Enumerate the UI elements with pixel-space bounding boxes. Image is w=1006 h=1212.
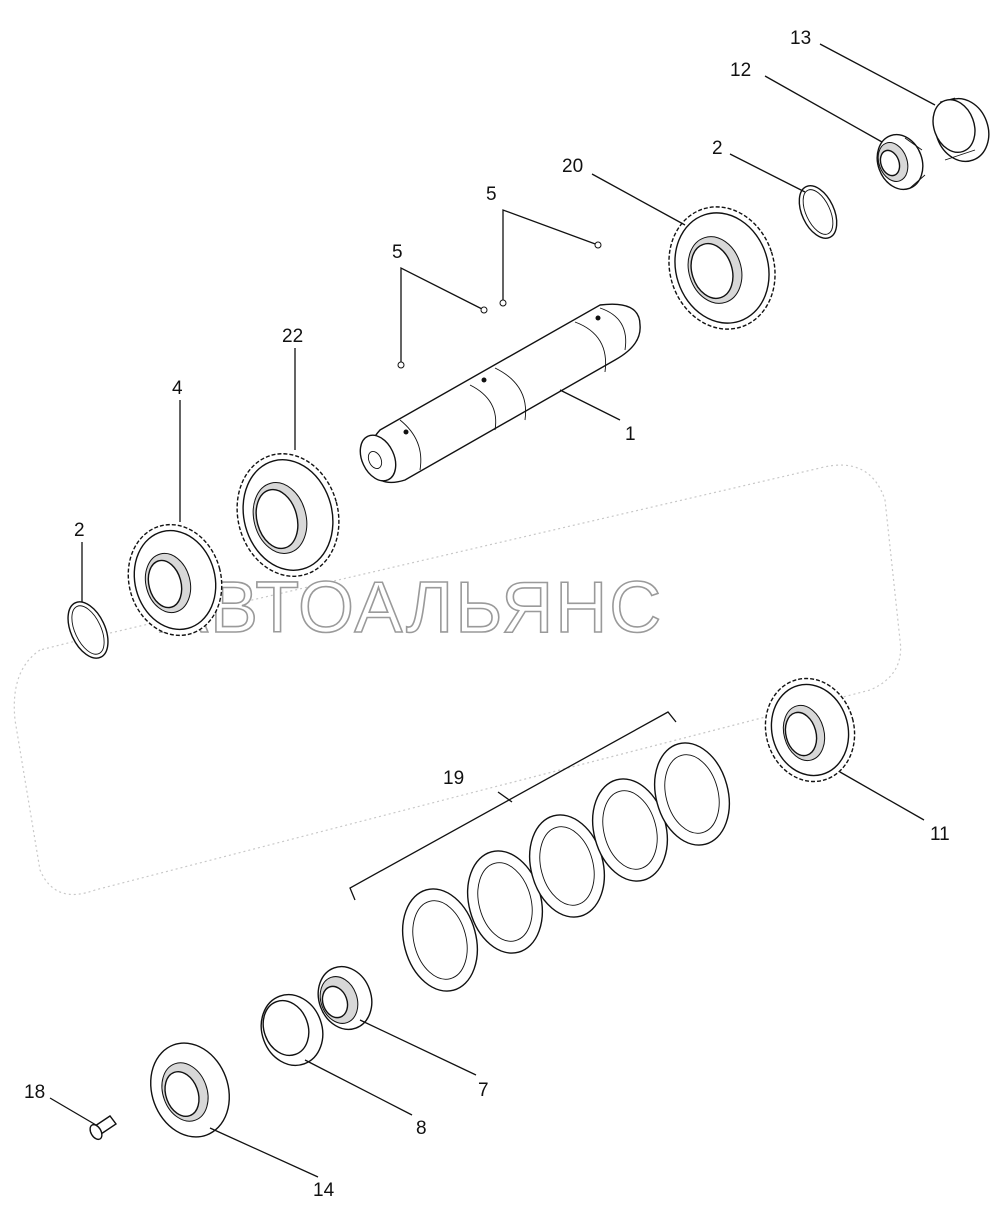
shim-4 [592,778,668,882]
callout-5-lower: 5 [392,242,403,263]
part-2-snap-ring-top [798,185,838,239]
part-2-snap-ring-left [67,601,109,659]
callout-2-top: 2 [712,138,723,159]
callout-4: 4 [172,378,183,399]
callouts: 13 12 2 20 5 5 1 22 4 2 19 11 7 8 18 14 [24,28,950,1201]
shim-2 [467,850,543,954]
callout-5-upper: 5 [486,184,497,205]
callout-19: 19 [443,768,464,789]
part-14-flange-cover [149,1042,231,1138]
watermark-text: АВТОАЛЬЯНС [160,568,663,648]
part-19-shims [349,711,730,992]
callout-20: 20 [562,156,583,177]
part-4-gear [127,523,223,637]
callout-8: 8 [416,1118,427,1139]
callout-12: 12 [730,60,751,81]
part-7-bearing-cone [317,965,373,1031]
callout-7: 7 [478,1080,489,1101]
leader-lines [49,43,936,1178]
part-13-bearing-cup [932,97,990,163]
part-18-bolt [89,1115,118,1141]
part-22-gear [236,453,340,577]
callout-14: 14 [313,1180,335,1201]
callout-2-left: 2 [74,520,85,541]
callout-13: 13 [790,28,811,49]
callout-22: 22 [282,326,303,347]
part-8-bearing-cup [260,993,324,1067]
callout-1: 1 [625,424,636,445]
part-12-roller-bearing [876,133,926,191]
shim-1 [402,888,478,992]
watermark: АВТОАЛЬЯНС [13,464,902,896]
callout-18: 18 [24,1082,45,1103]
part-20-gear [668,206,776,330]
part-1-shaft [359,303,641,484]
callout-11: 11 [930,824,950,845]
watermark-outline [13,464,902,896]
part-11-gear [764,677,856,783]
shim-5 [654,742,730,846]
